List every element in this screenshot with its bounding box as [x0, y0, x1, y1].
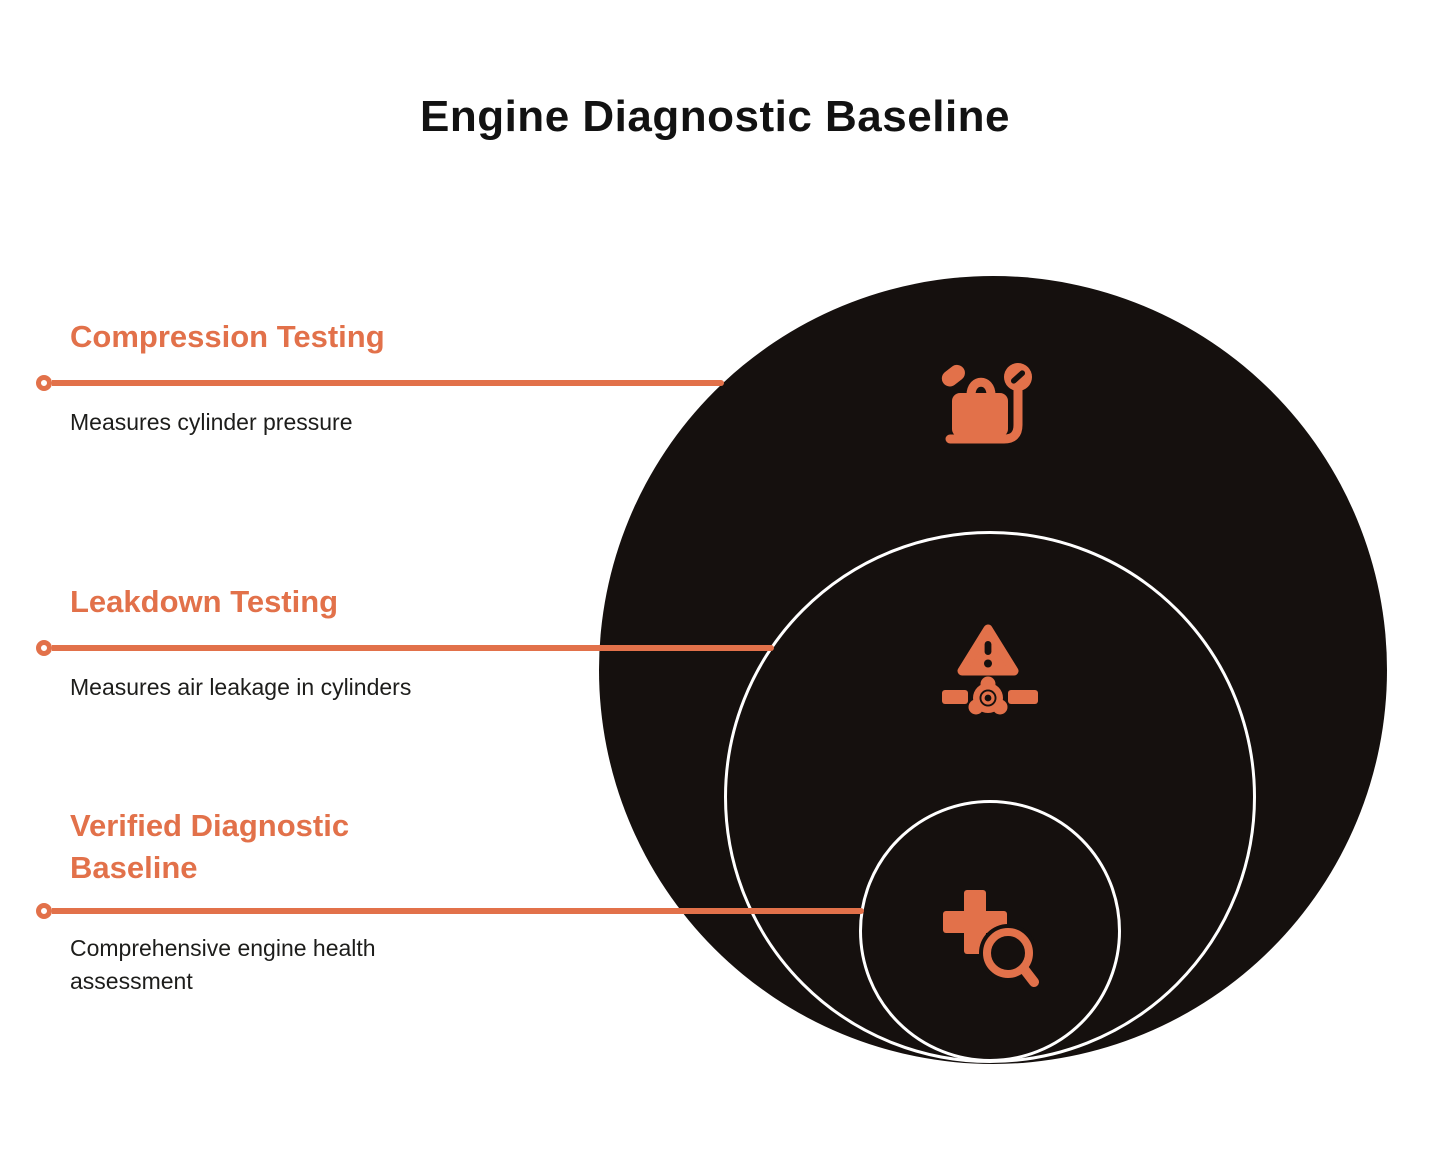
medical-cross-magnifier-icon	[941, 886, 1041, 996]
leak-warning-valve-icon	[942, 620, 1038, 720]
connector-line	[52, 908, 864, 914]
label-verified-baseline: Verified Diagnostic Baseline	[70, 808, 350, 885]
page-title: Engine Diagnostic Baseline	[419, 92, 1011, 141]
label-compression-testing: Compression Testing	[70, 319, 385, 354]
description-verified-baseline: Comprehensive engine health assessment	[70, 935, 376, 994]
compression-tester-gauge-icon	[938, 355, 1042, 456]
connector-endpoint-ring-icon	[36, 903, 52, 919]
connector-line	[52, 645, 774, 651]
connector-compression-testing	[36, 375, 724, 391]
description-compression-testing: Measures cylinder pressure	[70, 409, 353, 435]
connector-endpoint-ring-icon	[36, 375, 52, 391]
label-leakdown-testing: Leakdown Testing	[70, 584, 339, 619]
connector-leakdown-testing	[36, 640, 774, 656]
description-leakdown-testing: Measures air leakage in cylinders	[70, 674, 412, 700]
connector-line	[52, 380, 724, 386]
inner-circle-verified-baseline	[859, 800, 1121, 1062]
connector-endpoint-ring-icon	[36, 640, 52, 656]
connector-verified-baseline	[36, 903, 864, 919]
